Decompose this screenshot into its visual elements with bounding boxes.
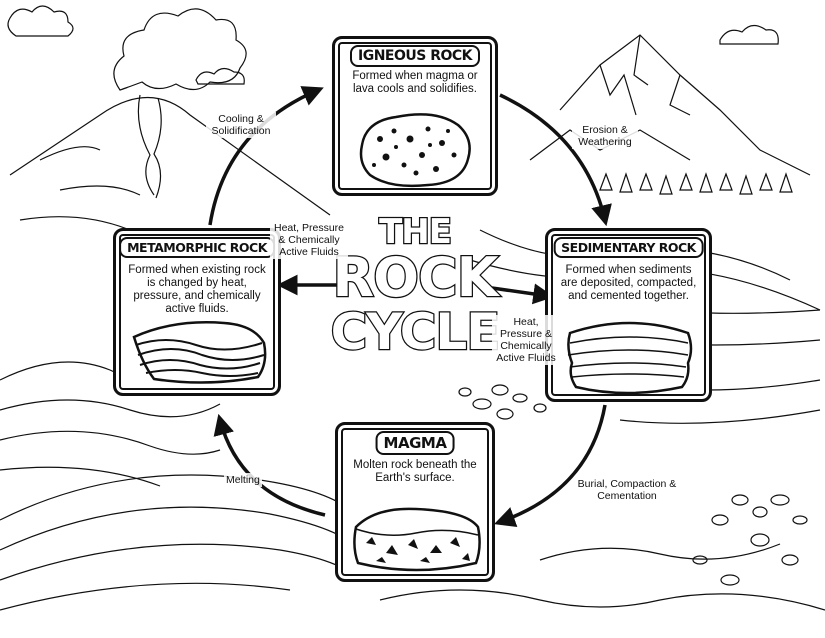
cloud-left	[7, 5, 74, 37]
label-heat-pressure-right: Heat, Pressure & Chemically Active Fluid…	[492, 315, 560, 365]
arrow-cooling	[208, 86, 324, 226]
diagram-title: THE ROCK CYCLE	[329, 212, 501, 361]
igneous-rock-description: Formed when magma or lava cools and soli…	[352, 70, 478, 95]
title-line-the: THE	[378, 212, 453, 252]
igneous-rock-icon	[359, 113, 471, 188]
cycle-arrows	[208, 86, 612, 527]
metamorphic-rock-icon	[132, 321, 267, 384]
metamorphic-rock-description: Formed when existing rock is changed by …	[128, 264, 266, 315]
magma-description: Molten rock beneath the Earth's surface.	[353, 459, 477, 484]
label-erosion-weathering: Erosion & Weathering	[572, 123, 638, 149]
trees	[599, 172, 793, 195]
arrow-burial	[494, 404, 607, 527]
label-heat-pressure-left: Heat, Pressure & Chemically Active Fluid…	[270, 221, 348, 259]
label-burial-compaction: Burial, Compaction & Cementation	[575, 477, 679, 503]
sedimentary-rock-icon	[567, 321, 693, 395]
bottom-strata	[0, 474, 825, 611]
volcano-smoke	[113, 8, 247, 91]
arrow-erosion	[499, 93, 612, 227]
title-line-cycle: CYCLE	[329, 303, 501, 361]
pebbles	[458, 384, 808, 586]
igneous-rock-title: IGNEOUS ROCK	[349, 45, 481, 67]
title-line-rock: ROCK	[331, 246, 499, 309]
background-landscape	[0, 5, 825, 611]
label-cooling-solidification: Cooling & Solidification	[206, 112, 276, 138]
sedimentary-rock-box: SEDIMENTARY ROCK Formed when sediments a…	[545, 228, 712, 402]
sedimentary-rock-title: SEDIMENTARY ROCK	[553, 237, 704, 258]
magma-box: MAGMA Molten rock beneath the Earth's su…	[335, 422, 495, 582]
metamorphic-rock-box: METAMORPHIC ROCK Formed when existing ro…	[113, 228, 281, 396]
label-melting: Melting	[224, 473, 262, 487]
magma-title: MAGMA	[375, 431, 455, 455]
cloud-right	[719, 24, 779, 45]
metamorphic-rock-title: METAMORPHIC ROCK	[119, 237, 275, 258]
arrow-heat-right	[491, 283, 555, 305]
magma-icon	[353, 507, 481, 572]
cloud-mid	[195, 67, 245, 85]
igneous-rock-box: IGNEOUS ROCK Formed when magma or lava c…	[332, 36, 498, 196]
volcano	[9, 97, 331, 216]
sedimentary-rock-description: Formed when sediments are deposited, com…	[560, 264, 697, 302]
